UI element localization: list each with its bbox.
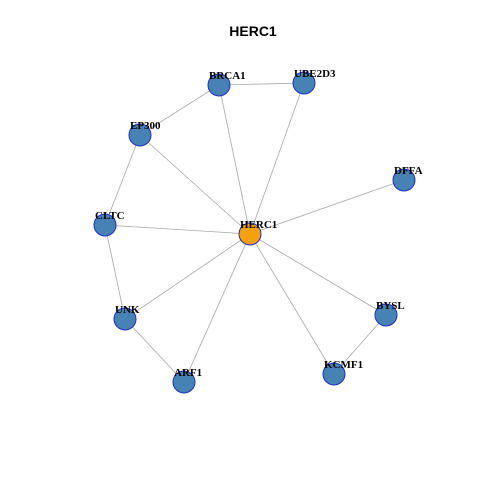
node-dffa[interactable]: DFFA [392,165,423,192]
edge-ep300-cltc [104,134,141,226]
edge-layer [104,82,405,383]
node-brca1[interactable]: BRCA1 [207,70,246,97]
node-ep300[interactable]: EP300 [128,120,161,147]
node-bysl[interactable]: BYSL [374,300,405,327]
edge-herc1-brca1 [218,84,251,235]
edge-herc1-kcmf1 [249,233,335,375]
node-label-cltc: CLTC [95,210,125,222]
diagram-title: HERC1 [229,23,277,39]
edge-bysl-kcmf1 [333,314,387,375]
node-label-ube2d3: UBE2D3 [294,68,336,80]
edge-brca1-ube2d3 [218,82,305,86]
node-circle-unk[interactable] [113,307,137,331]
node-circle-ep300[interactable] [128,123,152,147]
edge-brca1-ep300 [139,84,220,136]
edge-herc1-bysl [249,233,387,316]
edge-herc1-dffa [249,179,405,235]
edge-herc1-cltc [104,224,251,235]
node-circle-bysl[interactable] [374,303,398,327]
edge-herc1-ube2d3 [249,82,305,235]
node-label-ep300: EP300 [130,120,161,132]
node-label-herc1: HERC1 [240,219,277,231]
node-label-unk: UNK [115,304,140,316]
node-label-brca1: BRCA1 [209,70,246,82]
node-circle-kcmf1[interactable] [322,362,346,386]
node-circle-arf1[interactable] [172,370,196,394]
edge-herc1-ep300 [139,134,251,235]
node-cltc[interactable]: CLTC [93,210,125,237]
edge-cltc-unk [104,224,126,320]
node-circle-herc1[interactable] [238,222,262,246]
edge-unk-arf1 [124,318,185,383]
node-ube2d3[interactable]: UBE2D3 [292,68,336,95]
node-label-dffa: DFFA [394,165,423,177]
edge-herc1-arf1 [183,233,251,383]
node-unk[interactable]: UNK [113,304,140,331]
node-arf1[interactable]: ARF1 [172,367,202,394]
node-label-arf1: ARF1 [174,367,202,379]
node-label-kcmf1: KCMF1 [324,359,363,371]
node-circle-brca1[interactable] [207,73,231,97]
node-herc1[interactable]: HERC1 [238,219,277,246]
node-circle-dffa[interactable] [392,168,416,192]
node-kcmf1[interactable]: KCMF1 [322,359,363,386]
node-circle-cltc[interactable] [93,213,117,237]
edge-herc1-unk [124,233,251,320]
node-label-bysl: BYSL [376,300,405,312]
node-circle-ube2d3[interactable] [292,71,316,95]
